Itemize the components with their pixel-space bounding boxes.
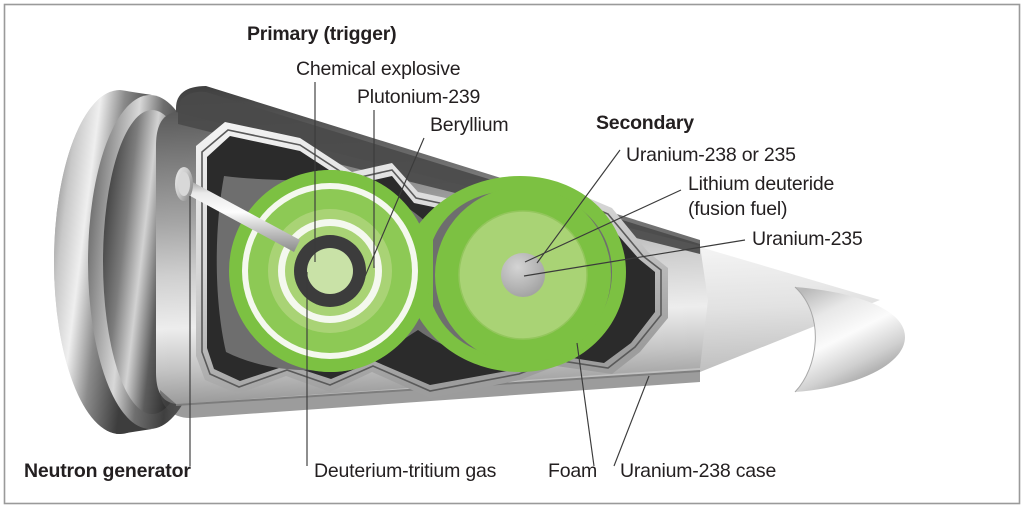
label-foam: Foam (548, 460, 597, 482)
primary-dt-gas-core (307, 248, 353, 294)
neutron-generator (175, 167, 300, 252)
figure-border (3, 3, 1021, 505)
nose-seam (794, 286, 816, 393)
leader-lines (189, 82, 746, 467)
label-neutron-generator: Neutron generator (24, 460, 191, 482)
label-uranium-238-case: Uranium-238 case (620, 460, 776, 482)
label-primary-trigger: Primary (trigger) (247, 23, 396, 45)
label-beryllium: Beryllium (430, 114, 508, 136)
leader-uranium-238-case (613, 375, 650, 467)
callout-labels: Primary (trigger) Chemical explosive Plu… (24, 23, 863, 482)
label-uranium-238-or-235: Uranium-238 or 235 (626, 144, 796, 166)
label-uranium-235: Uranium-235 (752, 228, 863, 250)
leader-beryllium (359, 137, 425, 289)
label-plutonium-239: Plutonium-239 (357, 86, 480, 108)
leader-lithium-deuteride (524, 189, 682, 263)
leader-uranium-238-or-235 (536, 149, 621, 264)
leader-foam (576, 342, 595, 467)
neutron-generator-cap-inner (178, 172, 190, 196)
nose-cone (795, 287, 905, 392)
secondary-fuel-outline (458, 210, 588, 340)
label-secondary: Secondary (596, 112, 694, 134)
label-chemical-explosive: Chemical explosive (296, 58, 460, 80)
primary-sphere (229, 170, 431, 372)
secondary-uranium-235-sparkplug (501, 253, 545, 297)
leader-uranium-235 (523, 239, 746, 277)
secondary-sphere (435, 187, 611, 363)
label-fusion-fuel: (fusion fuel) (688, 198, 787, 220)
label-deuterium-tritium-gas: Deuterium-tritium gas (314, 460, 497, 482)
neutron-generator-tube (181, 178, 300, 252)
case-outline (201, 129, 662, 392)
label-lithium-deuteride: Lithium deuteride (688, 173, 834, 195)
